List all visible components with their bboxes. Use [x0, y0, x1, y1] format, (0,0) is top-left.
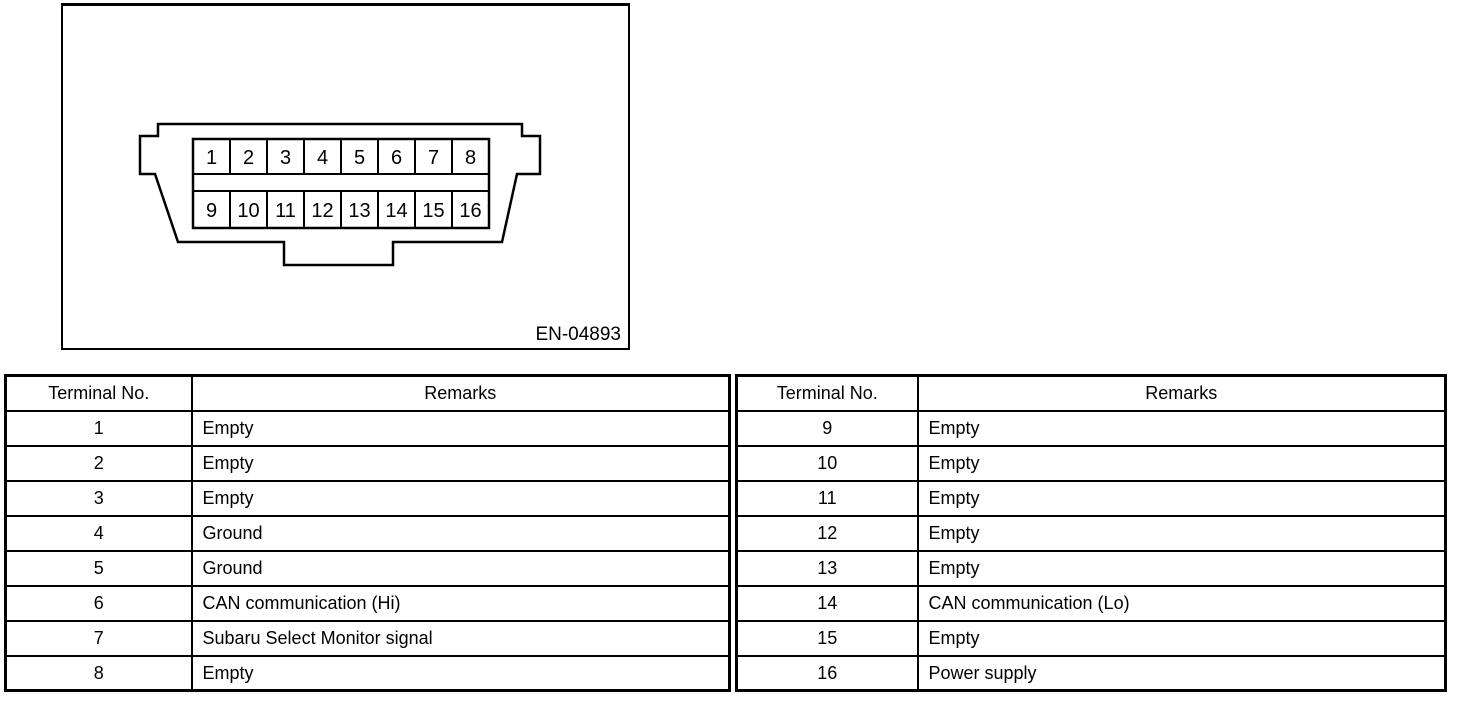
remarks-cell: CAN communication (Hi) — [190, 584, 731, 622]
remarks-cell: Empty — [190, 654, 731, 692]
obd-connector-diagram: 1 2 3 4 5 6 7 8 9 10 11 12 13 14 15 16 — [138, 122, 542, 267]
terminal-cell: 7 — [4, 619, 193, 657]
pin-number: 15 — [422, 200, 444, 222]
pin-number: 10 — [237, 200, 259, 222]
terminal-cell: 4 — [4, 514, 193, 552]
remarks-cell: Empty — [916, 444, 1447, 482]
remarks-cell: Empty — [916, 409, 1447, 447]
pin-number: 12 — [311, 200, 333, 222]
pin-number: 4 — [317, 147, 328, 169]
terminal-cell: 11 — [735, 479, 919, 517]
pin-cell-dividers-bottom — [229, 191, 453, 228]
table-header-row: Terminal No. Remarks — [735, 374, 1447, 412]
terminal-cell: 3 — [4, 479, 193, 517]
remarks-cell: Ground — [190, 549, 731, 587]
pin-number: 16 — [459, 200, 481, 222]
terminal-cell: 15 — [735, 619, 919, 657]
pin-number: 3 — [280, 147, 291, 169]
pin-number: 8 — [465, 147, 476, 169]
terminal-cell: 1 — [4, 409, 193, 447]
pin-number: 7 — [428, 147, 439, 169]
pin-number: 2 — [243, 147, 254, 169]
remarks-cell: Empty — [916, 549, 1447, 587]
remarks-cell: CAN communication (Lo) — [916, 584, 1447, 622]
remarks-cell: Empty — [190, 409, 731, 447]
figure-code: EN-04893 — [535, 324, 621, 346]
connector-figure-box: 1 2 3 4 5 6 7 8 9 10 11 12 13 14 15 16 E… — [61, 3, 630, 350]
pin-number: 14 — [385, 200, 407, 222]
terminal-cell: 16 — [735, 654, 919, 692]
terminal-cell: 13 — [735, 549, 919, 587]
remarks-cell: Empty — [916, 514, 1447, 552]
remarks-header: Remarks — [190, 374, 731, 412]
terminal-cell: 14 — [735, 584, 919, 622]
remarks-cell: Empty — [190, 479, 731, 517]
remarks-header: Remarks — [916, 374, 1447, 412]
pin-cell-dividers-top — [229, 139, 453, 174]
terminal-cell: 12 — [735, 514, 919, 552]
remarks-cell: Empty — [916, 479, 1447, 517]
remarks-cell: Empty — [916, 619, 1447, 657]
terminal-cell: 6 — [4, 584, 193, 622]
pin-number: 13 — [348, 200, 370, 222]
terminal-no-header: Terminal No. — [735, 374, 919, 412]
terminal-cell: 10 — [735, 444, 919, 482]
pin-number: 6 — [391, 147, 402, 169]
table-header-row: Terminal No. Remarks — [4, 374, 731, 412]
terminal-no-header: Terminal No. — [4, 374, 193, 412]
pin-number: 1 — [206, 147, 217, 169]
pin-number: 11 — [275, 200, 296, 222]
terminal-cell: 5 — [4, 549, 193, 587]
terminal-cell: 2 — [4, 444, 193, 482]
remarks-cell: Power supply — [916, 654, 1447, 692]
terminal-cell: 9 — [735, 409, 919, 447]
remarks-cell: Subaru Select Monitor signal — [190, 619, 731, 657]
remarks-cell: Empty — [190, 444, 731, 482]
terminal-cell: 8 — [4, 654, 193, 692]
pin-number: 5 — [354, 147, 365, 169]
connector-outline — [138, 122, 542, 267]
pin-number: 9 — [206, 200, 217, 222]
remarks-cell: Ground — [190, 514, 731, 552]
